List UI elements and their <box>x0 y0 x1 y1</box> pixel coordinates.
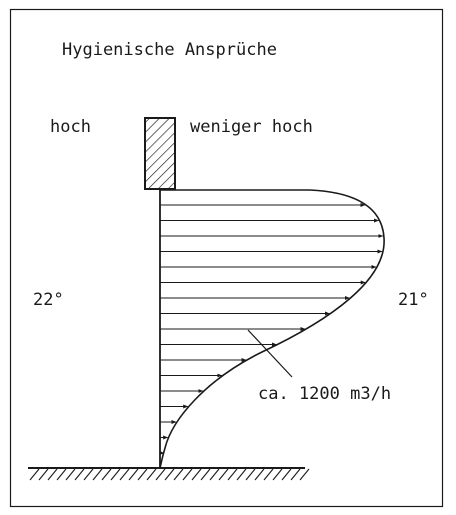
air-duct <box>144 117 176 190</box>
floor-hatch-line <box>65 468 76 481</box>
floor-hatch-line <box>272 468 283 481</box>
floor-hatch-line <box>173 468 184 481</box>
right-label: weniger hoch <box>190 117 313 137</box>
floor-hatch-line <box>164 468 175 481</box>
left-label: hoch <box>50 117 91 137</box>
floor-hatch-line <box>200 468 211 481</box>
floor-hatch-line <box>137 468 148 481</box>
right-temperature: 21° <box>398 290 429 310</box>
floor-hatch-line <box>263 468 274 481</box>
floor-hatch-line <box>92 468 103 481</box>
floor-hatch-line <box>218 468 229 481</box>
floor-hatch-line <box>56 468 67 481</box>
diagram-border <box>9 8 444 508</box>
floor-hatch-line <box>38 468 49 481</box>
floor-hatch-line <box>254 468 265 481</box>
floor-hatch-line <box>299 468 310 481</box>
floor-hatch-line <box>227 468 238 481</box>
floor-hatch-line <box>236 468 247 481</box>
floor-hatch-line <box>191 468 202 481</box>
floor-hatching <box>29 468 310 481</box>
floor-hatch-line <box>155 468 166 481</box>
floor-hatch-line <box>110 468 121 481</box>
left-temperature: 22° <box>33 290 64 310</box>
floor-hatch-line <box>119 468 130 481</box>
flow-rate-label: ca. 1200 m3/h <box>258 384 392 404</box>
floor-hatch-line <box>74 468 85 481</box>
velocity-arrows <box>159 203 384 455</box>
floor-hatch-line <box>29 468 40 481</box>
floor-hatch-line <box>290 468 301 481</box>
floor-hatch-line <box>128 468 139 481</box>
floor-hatch-line <box>47 468 58 481</box>
floor-hatch-line <box>182 468 193 481</box>
floor-hatch-line <box>209 468 220 481</box>
flow-leader-line <box>247 329 293 378</box>
floor-hatch-line <box>146 468 157 481</box>
velocity-profile-curve <box>159 189 385 469</box>
diagram-title: Hygienische Ansprüche <box>62 40 277 60</box>
floor-hatch-line <box>83 468 94 481</box>
floor-hatch-line <box>281 468 292 481</box>
floor-hatch-line <box>245 468 256 481</box>
floor-hatch-line <box>101 468 112 481</box>
